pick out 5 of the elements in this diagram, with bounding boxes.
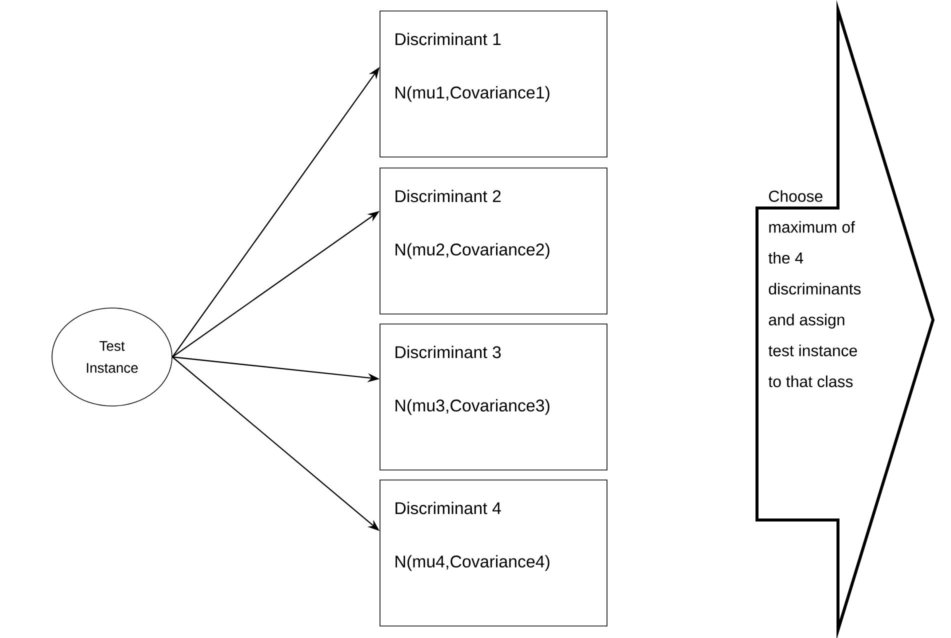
discriminant-box: Discriminant 1 N(mu1,Covariance1) <box>380 10 608 158</box>
discriminant-box: Discriminant 4 N(mu4,Covariance4) <box>380 480 608 626</box>
discriminant-box: Discriminant 2 N(mu2,Covariance2) <box>380 168 608 314</box>
ellipse-node: Test Instance <box>52 308 172 406</box>
discriminant-box: Discriminant 3 N(mu3,Covariance3) <box>380 324 608 470</box>
